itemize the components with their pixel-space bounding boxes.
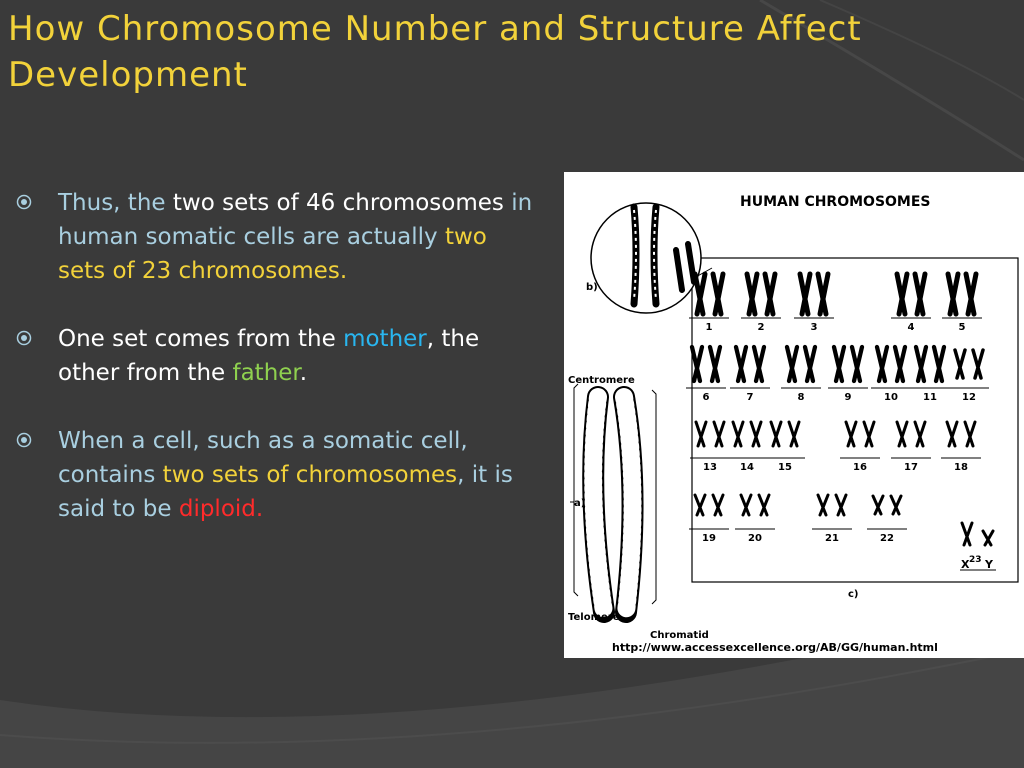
bullet-item: Thus, the two sets of 46 chromosomes in … — [16, 186, 536, 288]
chromosome-pair: 1 — [689, 271, 729, 333]
bullet-text: One set comes from the mother, the other… — [58, 326, 480, 386]
chromosome-pair: 21 — [812, 493, 852, 544]
bullet-text: Thus, the two sets of 46 chromosomes in … — [58, 190, 533, 284]
slide-title: How Chromosome Number and Structure Affe… — [8, 9, 862, 95]
pair-number: 16 — [853, 462, 867, 473]
pair-number: 7 — [747, 392, 754, 403]
bullet-item: One set comes from the mother, the other… — [16, 322, 536, 390]
circle-bullet-icon — [16, 194, 32, 210]
pair-number: 18 — [954, 462, 968, 473]
pair-number: 22 — [880, 533, 894, 544]
chromosome-diagram — [570, 383, 657, 623]
chromosome-pair: 11 — [910, 344, 950, 403]
pair-number: 10 — [884, 392, 898, 403]
sex-chromosome-x: X — [961, 558, 970, 571]
chromosome-pair: 19 — [689, 493, 729, 544]
pair-number: 12 — [962, 392, 976, 403]
chromosome-pair: 7 — [730, 344, 770, 403]
bullet-list: Thus, the two sets of 46 chromosomes in … — [16, 186, 536, 560]
chromosome-pair: 3 — [794, 271, 834, 333]
label-centromere: Centromere — [568, 375, 635, 386]
pair-number: 6 — [703, 392, 710, 403]
chromosome-pair: 2 — [741, 271, 781, 333]
pair-number: 8 — [798, 392, 805, 403]
bullet-item: When a cell, such as a somatic cell, con… — [16, 424, 536, 526]
pair-number: 20 — [748, 533, 762, 544]
pair-number: 3 — [811, 322, 818, 333]
chromosome-pair: 18 — [941, 420, 981, 473]
label-chromatid: Chromatid — [650, 630, 709, 641]
chromosome-pair: 15 — [765, 420, 805, 473]
chromosome-closeup — [590, 202, 713, 314]
pair-number: 1 — [706, 322, 713, 333]
label-b: b) — [586, 282, 598, 293]
pair-number: 14 — [740, 462, 754, 473]
chromosome-pair: 10 — [871, 344, 911, 403]
pair-number: 4 — [908, 322, 915, 333]
figure-heading: HUMAN CHROMOSOMES — [740, 194, 931, 210]
chromosome-pair: 22 — [867, 494, 907, 544]
sex-chromosome-number: 23 — [969, 555, 982, 565]
chromosome-pair: 8 — [781, 344, 821, 403]
pair-number: 9 — [845, 392, 852, 403]
chromosome-pair: 16 — [840, 420, 880, 473]
chromosome-pair: 14 — [727, 420, 767, 473]
pair-number: 15 — [778, 462, 792, 473]
label-a: a) — [574, 498, 585, 509]
circle-bullet-icon — [16, 432, 32, 448]
chromosome-figure: HUMAN CHROMOSOMES b) — [564, 172, 1024, 658]
pair-number: 17 — [904, 462, 918, 473]
chromosome-pair: 9 — [828, 344, 868, 403]
pair-number: 5 — [959, 322, 966, 333]
karyotype-frame — [691, 257, 1019, 583]
chromosome-pair: 6 — [686, 344, 726, 403]
pair-number: 21 — [825, 533, 839, 544]
pair-number: 2 — [758, 322, 765, 333]
label-c: c) — [848, 589, 859, 600]
chromosome-pair: 13 — [690, 420, 730, 473]
pair-number: 19 — [702, 533, 716, 544]
bullet-text: When a cell, such as a somatic cell, con… — [58, 428, 513, 522]
chromosome-pair: 12 — [949, 348, 989, 403]
pair-number: 11 — [923, 392, 937, 403]
chromosome-pair: 17 — [891, 420, 931, 473]
chromosome-pair: 5 — [942, 271, 982, 333]
karyotype-diagram: HUMAN CHROMOSOMES b) — [568, 194, 1019, 654]
chromosome-pair: 20 — [735, 493, 775, 544]
chromosome-pair: 4 — [891, 271, 931, 333]
label-telomere: Telomere — [568, 612, 620, 623]
pair-number: 13 — [703, 462, 717, 473]
circle-bullet-icon — [16, 330, 32, 346]
source-url: http://www.accessexcellence.org/AB/GG/hu… — [612, 641, 938, 654]
sex-chromosome-y: Y — [984, 558, 994, 571]
